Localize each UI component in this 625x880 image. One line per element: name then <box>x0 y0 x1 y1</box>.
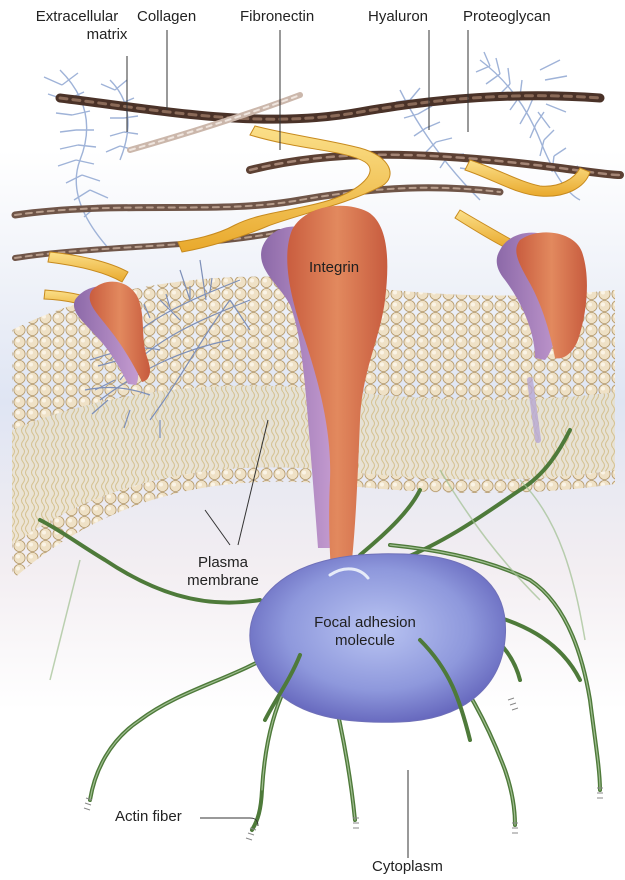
label-hyaluron: Hyaluron <box>368 8 428 26</box>
label-extracellular-matrix: Extracellular matrix <box>22 8 132 44</box>
label-plasma-membrane: Plasma membrane <box>168 554 278 590</box>
label-extracellular-matrix-line1: Extracellular <box>22 8 132 26</box>
label-plasma-membrane-line1: Plasma <box>168 554 278 572</box>
label-cytoplasm: Cytoplasm <box>372 858 443 876</box>
label-actin-fiber: Actin fiber <box>115 808 182 826</box>
label-focal-adhesion-molecule: Focal adhesion molecule <box>290 614 440 650</box>
label-focal-adhesion-line2: molecule <box>290 632 440 650</box>
label-proteoglycan: Proteoglycan <box>463 8 551 26</box>
label-focal-adhesion-line1: Focal adhesion <box>290 614 440 632</box>
label-extracellular-matrix-line2: matrix <box>22 26 132 44</box>
label-integrin: Integrin <box>309 259 359 277</box>
label-fibronectin: Fibronectin <box>240 8 314 26</box>
label-plasma-membrane-line2: membrane <box>168 572 278 590</box>
label-collagen: Collagen <box>137 8 196 26</box>
